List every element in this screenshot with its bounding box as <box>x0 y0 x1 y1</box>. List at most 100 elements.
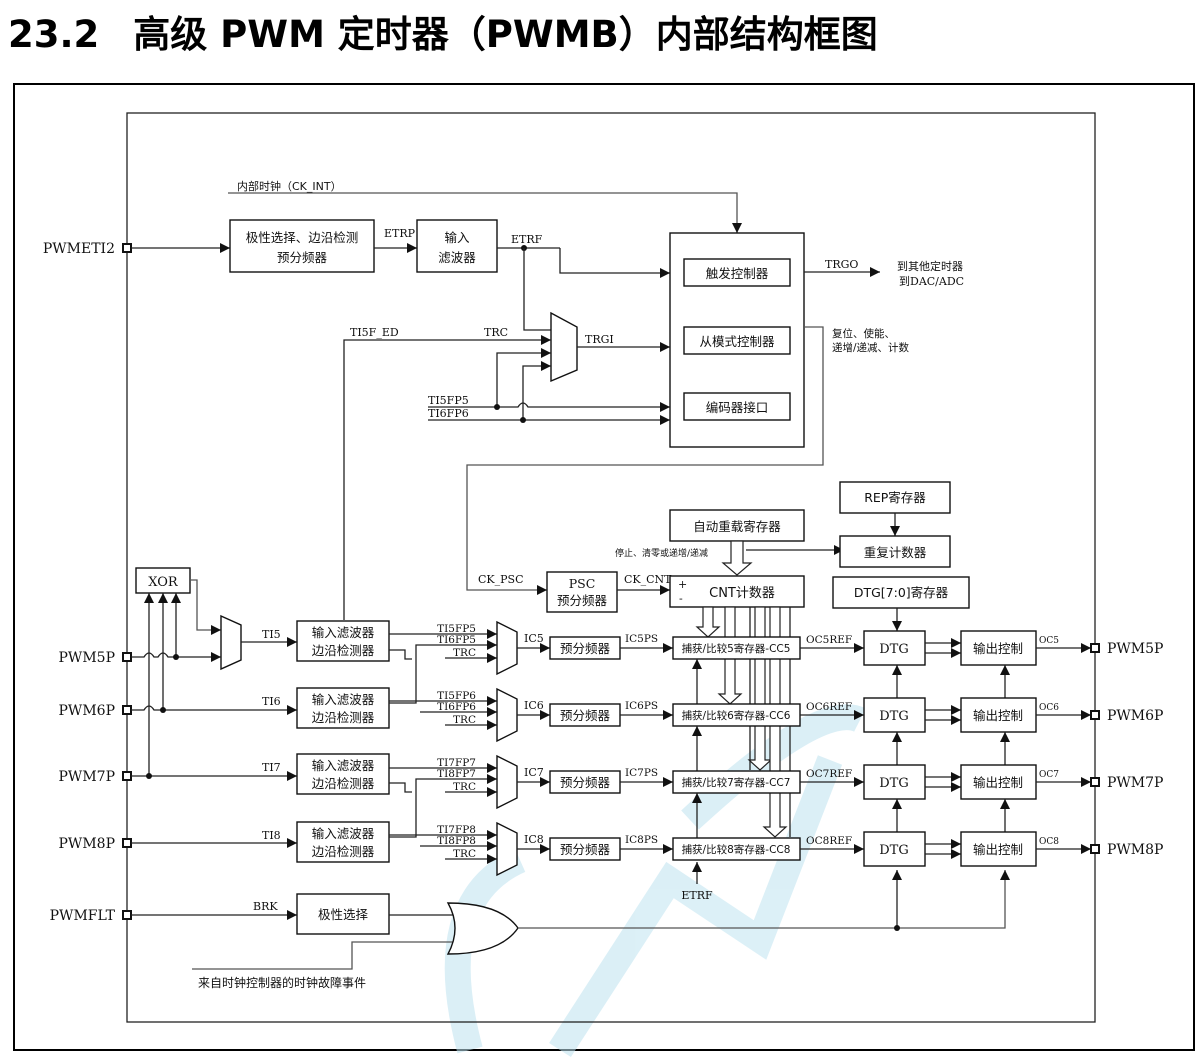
output-control-8 <box>960 831 1037 867</box>
svg-text:捕获/比较7寄存器-CC7: 捕获/比较7寄存器-CC7 <box>682 776 791 789</box>
svg-text:TRC: TRC <box>453 781 476 793</box>
ic6ps-label: IC6PS <box>625 700 658 712</box>
dtg-5 <box>863 630 926 666</box>
ti5-input-mux <box>220 614 242 671</box>
svg-text:TRC: TRC <box>453 647 476 659</box>
etr-filter-block <box>416 219 498 273</box>
ck-psc-label: CK_PSC <box>478 573 524 586</box>
section-title: 高级 PWM 定时器（PWMB）内部结构框图 <box>133 13 878 56</box>
svg-text:-: - <box>679 592 683 605</box>
svg-text:预分频器: 预分频器 <box>557 593 608 608</box>
svg-text:DTG[7:0]寄存器: DTG[7:0]寄存器 <box>854 585 949 600</box>
timer-boundary <box>126 112 1096 1023</box>
pin-pwm6p-in <box>122 705 132 715</box>
ic5-mux <box>496 620 518 676</box>
svg-text:CNT计数器: CNT计数器 <box>709 586 775 601</box>
encoder-interface <box>683 392 791 421</box>
dtg-6 <box>863 697 926 733</box>
trc-label: TRC <box>484 326 508 339</box>
oc8-label: OC8 <box>1039 837 1059 847</box>
svg-text:边沿检测器: 边沿检测器 <box>312 776 375 791</box>
svg-text:从模式控制器: 从模式控制器 <box>699 334 775 349</box>
ic7ps-label: IC7PS <box>625 767 658 779</box>
ic6-mux <box>496 687 518 743</box>
trigger-controller <box>683 258 791 287</box>
oc6ref-label: OC6REF <box>806 701 852 713</box>
svg-text:输出控制: 输出控制 <box>973 708 1023 723</box>
svg-text:TI8FP7: TI8FP7 <box>437 768 476 780</box>
svg-text:TI6FP6: TI6FP6 <box>437 701 476 713</box>
svg-text:到DAC/ADC: 到DAC/ADC <box>899 275 964 288</box>
svg-text:TI7FP8: TI7FP8 <box>437 824 476 836</box>
input-filter-8 <box>296 821 390 863</box>
oc6-label: OC6 <box>1039 703 1059 713</box>
svg-text:TI8FP8: TI8FP8 <box>437 835 476 847</box>
svg-text:TI6FP6: TI6FP6 <box>428 407 469 420</box>
svg-text:TI7FP7: TI7FP7 <box>437 757 476 769</box>
svg-text:REP寄存器: REP寄存器 <box>864 490 926 505</box>
pin-label-pwm8p-out: PWM8P <box>1107 842 1163 858</box>
brk-polarity-block <box>296 893 390 935</box>
svg-text:TRC: TRC <box>453 848 476 860</box>
svg-text:输入滤波器: 输入滤波器 <box>312 625 375 640</box>
trgi-mux <box>550 311 578 383</box>
repetition-counter <box>839 535 951 568</box>
etrp-label: ETRP <box>384 227 416 240</box>
svg-text:预分频器: 预分频器 <box>560 641 611 656</box>
pin-label-pwm5p-in: PWM5P <box>59 650 115 666</box>
dtg-7 <box>863 764 926 800</box>
svg-text:触发控制器: 触发控制器 <box>706 266 769 281</box>
ic8ps-label: IC8PS <box>625 834 658 846</box>
svg-text:预分频器: 预分频器 <box>560 775 611 790</box>
oc8ref-label: OC8REF <box>806 835 852 847</box>
ck-cnt-label: CK_CNT <box>624 573 672 586</box>
oc7-label: OC7 <box>1039 770 1059 780</box>
clock-fault-label: 来自时钟控制器的时钟故障事件 <box>198 975 366 990</box>
reload-bus-arrow <box>721 540 753 576</box>
dtg-8 <box>863 831 926 867</box>
pin-label-pwm6p-in: PWM6P <box>59 703 115 719</box>
svg-text:TRC: TRC <box>453 714 476 726</box>
svg-text:DTG: DTG <box>879 709 908 724</box>
oc5-label: OC5 <box>1039 636 1059 646</box>
pin-pwm8p-out <box>1090 844 1100 854</box>
pin-label-pwm7p-out: PWM7P <box>1107 775 1163 791</box>
svg-text:输入滤波器: 输入滤波器 <box>312 758 375 773</box>
pin-pwm6p-out <box>1090 710 1100 720</box>
ti6-label: TI6 <box>262 695 281 708</box>
ic8-label: IC8 <box>524 833 544 846</box>
svg-text:DTG: DTG <box>879 776 908 791</box>
psc-prescaler <box>546 571 618 613</box>
brk-label: BRK <box>253 900 278 913</box>
svg-text:边沿检测器: 边沿检测器 <box>312 844 375 859</box>
ic8-mux <box>496 821 518 877</box>
pin-pwm8p-in <box>122 838 132 848</box>
input-filter-5 <box>296 620 390 662</box>
pin-label-pwmeti2: PWMETI2 <box>43 241 115 257</box>
cnt-counter <box>669 575 805 608</box>
oc5ref-label: OC5REF <box>806 634 852 646</box>
svg-text:输入滤波器: 输入滤波器 <box>312 692 375 707</box>
svg-text:TI5FP6: TI5FP6 <box>437 690 476 702</box>
svg-text:XOR: XOR <box>148 575 179 590</box>
slave-mode-controller <box>683 326 791 355</box>
svg-text:TI5FP5: TI5FP5 <box>428 394 469 407</box>
svg-text:预分频器: 预分频器 <box>277 250 328 265</box>
cnt-control-label: 停止、清零或递增/递减 <box>615 547 708 559</box>
svg-text:DTG: DTG <box>879 843 908 858</box>
input-filter-7 <box>296 753 390 795</box>
trgo-label: TRGO <box>825 258 858 271</box>
watermark <box>444 704 866 1058</box>
ic6-label: IC6 <box>524 699 544 712</box>
svg-text:捕获/比较5寄存器-CC5: 捕获/比较5寄存器-CC5 <box>682 642 791 655</box>
svg-text:输出控制: 输出控制 <box>973 641 1023 656</box>
svg-text:预分频器: 预分频器 <box>560 842 611 857</box>
svg-text:输出控制: 输出控制 <box>973 842 1023 857</box>
svg-text:边沿检测器: 边沿检测器 <box>312 710 375 725</box>
svg-text:滤波器: 滤波器 <box>438 250 476 265</box>
svg-text:TI5FP5: TI5FP5 <box>437 623 476 635</box>
